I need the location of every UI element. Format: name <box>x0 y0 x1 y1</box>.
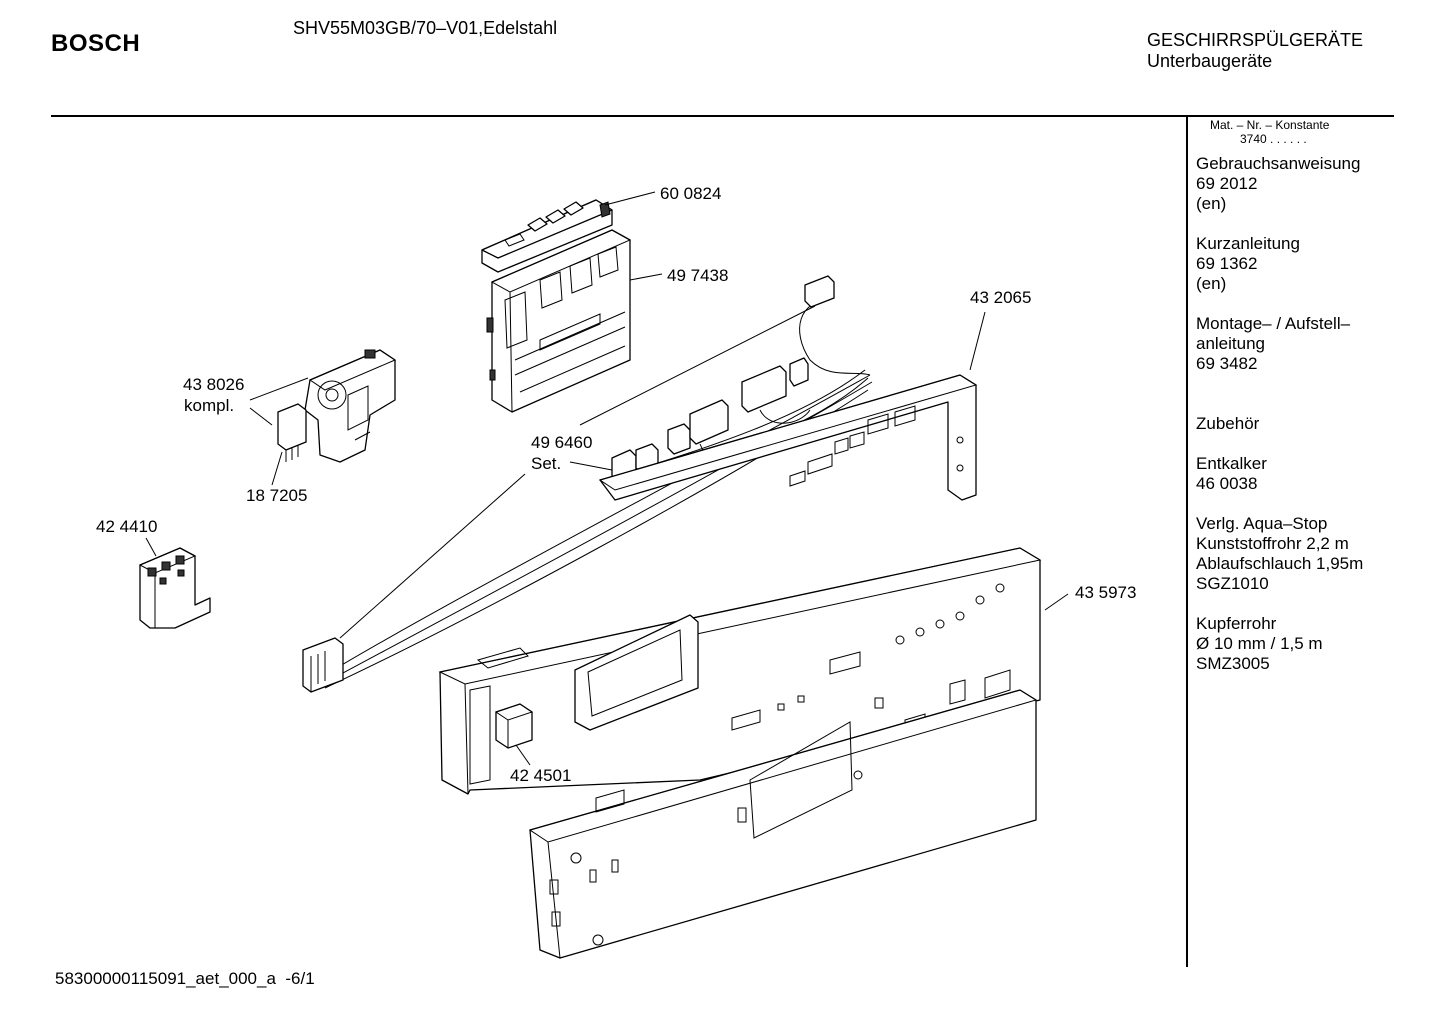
housing-part <box>528 689 1038 959</box>
sidebar-block: Kupferrohr Ø 10 mm / 1,5 m SMZ3005 <box>1196 614 1436 674</box>
part-label: Set. <box>531 454 561 473</box>
sidebar-block: Entkalker 46 0038 <box>1196 454 1436 494</box>
relay-part <box>138 547 211 629</box>
sidebar-line: Kunststoffrohr 2,2 m <box>1196 534 1349 553</box>
sidebar-line: SGZ1010 <box>1196 574 1269 593</box>
category-subtitle: Unterbaugeräte <box>1147 51 1273 71</box>
control-module-part <box>486 229 632 413</box>
footer-doc-id: 58300000115091_aet_000_a -6/1 <box>55 969 315 989</box>
sidebar-line: SMZ3005 <box>1196 654 1270 673</box>
sidebar-line: 69 1362 <box>1196 254 1258 273</box>
sidebar-divider <box>1186 117 1188 967</box>
part-label: 43 2065 <box>970 288 1031 307</box>
panel-frame-part <box>598 374 978 501</box>
part-label: 60 0824 <box>660 184 721 203</box>
category-title: GESCHIRRSPÜLGERÄTE <box>1147 30 1364 50</box>
sidebar-line: (en) <box>1196 274 1227 293</box>
sidebar-line: Kurzanleitung <box>1196 234 1300 253</box>
material-constant: 3740 . . . . . . <box>1240 132 1307 146</box>
sidebar-line: 46 0038 <box>1196 474 1258 493</box>
door-lock-part <box>277 349 397 463</box>
model-number: SHV55M03GB/70–V01,Edelstahl <box>293 18 558 38</box>
part-label: kompl. <box>184 396 234 415</box>
sidebar-line: Zubehör <box>1196 414 1260 433</box>
part-label: 43 8026 <box>183 375 244 394</box>
part-label: 43 5973 <box>1075 583 1136 602</box>
sidebar-block: Kurzanleitung 69 1362 (en) <box>1196 234 1436 294</box>
part-label: 42 4410 <box>96 517 157 536</box>
part-label: 42 4501 <box>510 766 571 785</box>
sidebar-line: Montage– / Aufstell– <box>1196 314 1351 333</box>
sidebar-line: 69 3482 <box>1196 354 1258 373</box>
sidebar-line: Kupferrohr <box>1196 614 1277 633</box>
button-strip-part <box>481 199 613 273</box>
exploded-parts-diagram: 60 0824 49 7438 43 2065 43 8026 kompl. 4… <box>96 184 1136 959</box>
switch-part <box>494 703 534 749</box>
leader-lines <box>145 191 1069 766</box>
material-header: Mat. – Nr. – Konstante <box>1210 118 1330 132</box>
sidebar-block: Zubehör <box>1196 414 1436 434</box>
doc-id: 58300000115091_aet_000_a <box>55 969 276 988</box>
sidebar-block: Verlg. Aqua–Stop Kunststoffrohr 2,2 m Ab… <box>1196 514 1436 594</box>
accessories-sidebar: Mat. – Nr. – Konstante 3740 . . . . . . … <box>1196 118 1436 674</box>
part-label: 18 7205 <box>246 486 307 505</box>
sidebar-line: 69 2012 <box>1196 174 1258 193</box>
sidebar-block: Gebrauchsanweisung 69 2012 (en) <box>1196 154 1436 214</box>
sidebar-line: Verlg. Aqua–Stop <box>1196 514 1328 533</box>
sidebar-line: Ø 10 mm / 1,5 m <box>1196 634 1323 653</box>
sidebar-line: Entkalker <box>1196 454 1267 473</box>
header-divider <box>51 115 1394 117</box>
page-number: -6/1 <box>285 969 315 988</box>
sidebar-block: Montage– / Aufstell– anleitung 69 3482 <box>1196 314 1436 374</box>
part-label: 49 6460 <box>531 433 592 452</box>
sidebar-line: anleitung <box>1196 334 1266 353</box>
part-label: 49 7438 <box>667 266 728 285</box>
brand-logo: BOSCH <box>51 30 141 57</box>
sidebar-line: Gebrauchsanweisung <box>1196 154 1361 173</box>
sidebar-line: Ablaufschlauch 1,95m <box>1196 554 1364 573</box>
sidebar-line: (en) <box>1196 194 1227 213</box>
